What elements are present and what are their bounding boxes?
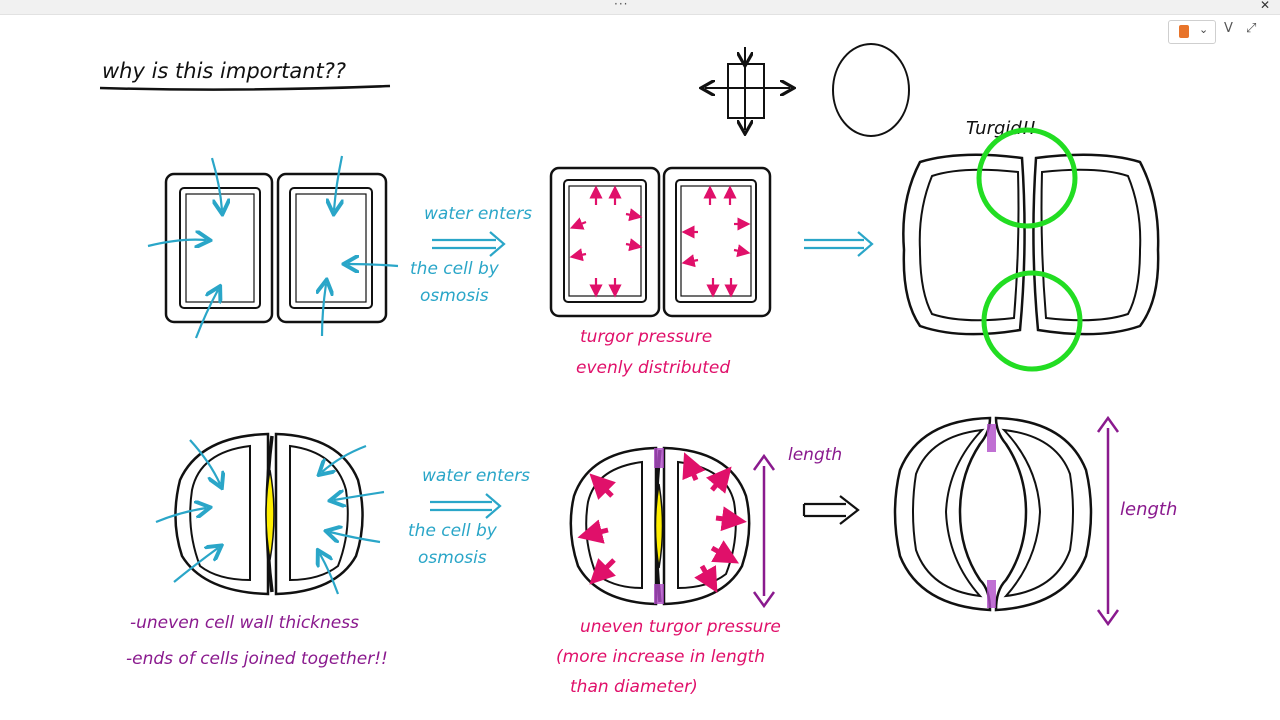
- turgor-label-line2: evenly distributed: [576, 358, 730, 378]
- pressure-arrows-uneven: [577, 452, 747, 594]
- heading-underline: [99, 84, 391, 91]
- menu-dots-icon[interactable]: ···: [614, 0, 629, 11]
- uneven-turgor-line1: uneven turgor pressure: [580, 617, 781, 637]
- cell-by-label-bottom: the cell by: [408, 521, 498, 541]
- double-arrow-bottom-1: [430, 500, 492, 512]
- rectangular-cells-before: [164, 172, 388, 324]
- water-inflow-arrows-top: [147, 155, 399, 339]
- turgid-bulging-cells: [902, 153, 1160, 336]
- transition-arrow-bottom: [802, 495, 860, 525]
- osmosis-label-bottom: osmosis: [418, 548, 487, 568]
- note-ends-joined: -ends of cells joined together!!: [126, 649, 388, 669]
- note-uneven-wall: -uneven cell wall thickness: [130, 613, 359, 633]
- joined-end-marker-top-mid: [654, 448, 664, 468]
- joined-end-marker-bottom-right: [987, 580, 996, 608]
- joined-end-marker-bottom-mid: [654, 584, 664, 604]
- water-enters-label-bottom: water enters: [422, 466, 530, 486]
- chevron-down-icon[interactable]: ⌄: [1199, 23, 1209, 36]
- double-arrow-head-top-1: [489, 231, 506, 257]
- length-label-mid: length: [788, 445, 842, 465]
- length-arrow-mid-head-down: [752, 591, 776, 609]
- double-arrow-head-top-2: [857, 231, 874, 257]
- double-arrow-head-bottom-1: [485, 493, 502, 519]
- length-arrow-mid-head-up: [752, 453, 776, 471]
- pen-tool-icon[interactable]: V: [1224, 21, 1233, 36]
- rectangular-cells-turgid: [549, 166, 772, 318]
- guard-cells-before: [174, 432, 364, 596]
- water-enters-label-top: water enters: [424, 204, 532, 224]
- turgid-label: Turgid!!: [966, 118, 1036, 139]
- pressure-arrows-even: [569, 185, 751, 298]
- notebook-picker[interactable]: ⌄: [1168, 20, 1216, 44]
- uneven-turgor-line2: (more increase in length: [556, 647, 765, 667]
- cell-expansion-sketch: [705, 47, 790, 130]
- double-arrow-top-2: [804, 238, 864, 250]
- joined-end-marker-top-right: [987, 424, 996, 452]
- highlight-circle-bottom: [981, 270, 1083, 372]
- osmosis-label-top: osmosis: [420, 286, 489, 306]
- heading-text: why is this important??: [102, 59, 346, 83]
- uneven-turgor-line3: than diameter): [570, 677, 698, 697]
- window-titlebar: ··· ✕: [0, 0, 1280, 15]
- double-arrow-top-1: [432, 238, 496, 250]
- expand-icon[interactable]: ⤢: [1246, 21, 1257, 36]
- cell-by-label-top: the cell by: [410, 259, 500, 279]
- turgor-label-line1: turgor pressure: [580, 327, 712, 347]
- length-label-right: length: [1120, 499, 1177, 520]
- round-cell-sketch: [832, 43, 910, 137]
- highlight-circle-top: [976, 127, 1078, 229]
- length-arrow-right-head-up: [1096, 415, 1120, 433]
- water-inflow-arrows-bottom: [155, 439, 385, 595]
- stoma-pore-pressurized: [654, 483, 664, 569]
- close-icon[interactable]: ✕: [1259, 0, 1270, 12]
- notebook-icon: [1179, 25, 1189, 38]
- stoma-pore-before: [265, 469, 275, 561]
- length-arrow-right-head-down: [1096, 609, 1120, 627]
